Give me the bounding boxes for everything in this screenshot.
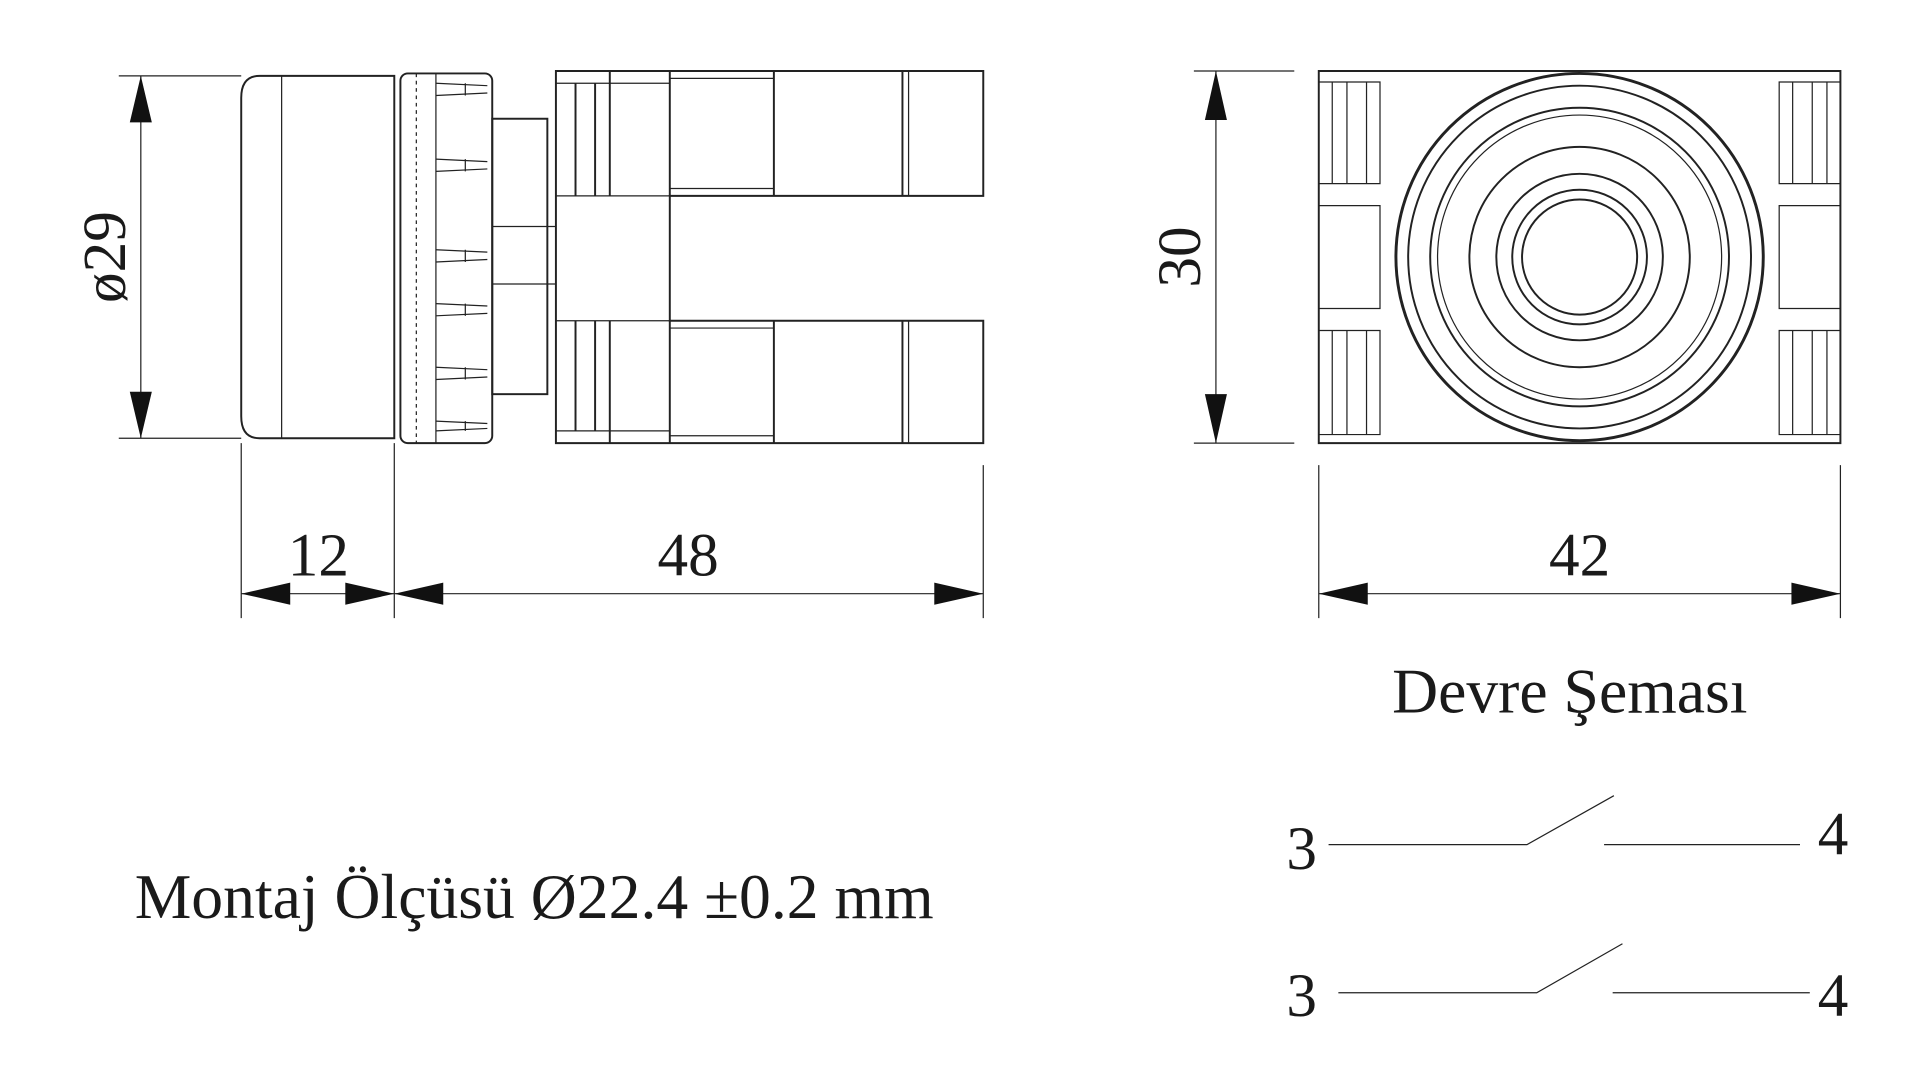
dimension-height: 30 — [1146, 70, 1295, 444]
dimension-lengths: 12 48 — [240, 443, 984, 619]
contact-2: 3 4 — [1286, 943, 1849, 1030]
side-view — [240, 70, 985, 445]
body-length-label: 48 — [658, 521, 719, 589]
terminal-label: 3 — [1286, 815, 1317, 883]
diameter-label: ø29 — [71, 211, 139, 303]
contact-1: 3 4 — [1286, 795, 1849, 883]
cap — [240, 74, 396, 440]
circuit-title: Devre Şeması — [1392, 655, 1747, 726]
bezel-notches — [435, 82, 488, 432]
terminal-label: 4 — [1818, 962, 1849, 1030]
width-label: 42 — [1549, 521, 1610, 589]
contact-block — [554, 70, 985, 445]
height-label: 30 — [1146, 226, 1214, 287]
neck — [491, 117, 549, 396]
button-center — [1521, 198, 1639, 316]
terminal-label: 4 — [1818, 800, 1849, 868]
front-view — [1317, 70, 1842, 445]
dimension-width: 42 — [1318, 465, 1842, 619]
outer-ring — [1394, 71, 1765, 443]
bezel — [399, 72, 494, 445]
mounting-size: Montaj Ölçüsü Ø22.4 ±0.2 mm — [135, 861, 934, 932]
terminal-label: 3 — [1286, 962, 1317, 1030]
cap-length-label: 12 — [288, 521, 349, 589]
dimension-diameter: ø29 — [71, 75, 242, 439]
